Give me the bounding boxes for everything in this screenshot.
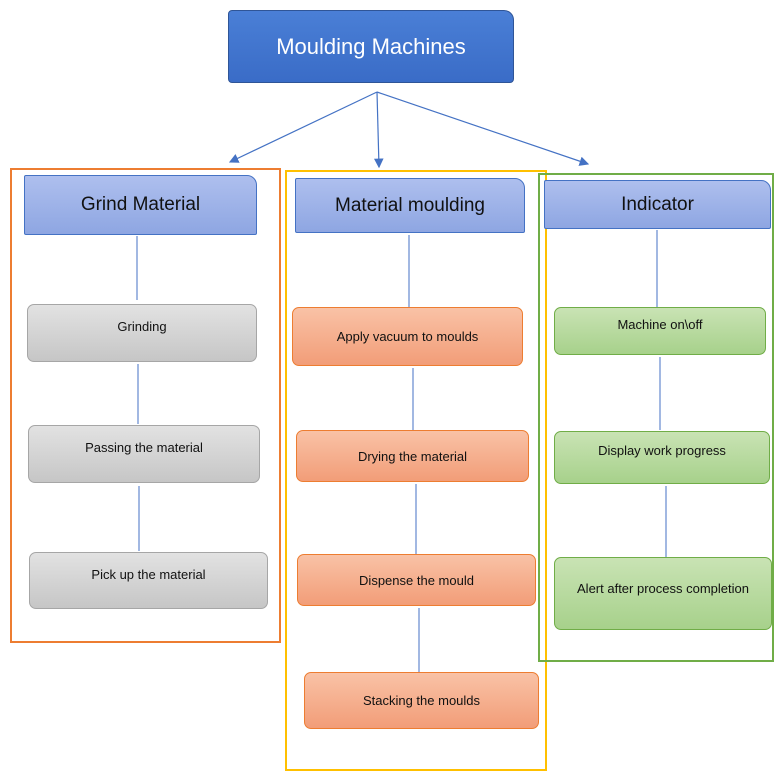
- step-machine-on-off: Machine on\off: [554, 307, 766, 355]
- arrow-to-indicator: [376, 91, 590, 166]
- step-grinding: Grinding: [27, 304, 257, 362]
- root-node: Moulding Machines: [228, 10, 514, 83]
- step-dispense-mould: Dispense the mould: [297, 554, 536, 606]
- material-moulding-frame: [285, 170, 547, 771]
- grind-material-header: Grind Material: [24, 175, 257, 235]
- step-pick-up-material: Pick up the material: [29, 552, 268, 609]
- material-moulding-header: Material moulding: [295, 178, 525, 233]
- indicator-header: Indicator: [544, 180, 771, 229]
- step-passing-material: Passing the material: [28, 425, 260, 483]
- step-display-work-progress: Display work progress: [554, 431, 770, 484]
- arrow-to-moulding: [373, 91, 384, 169]
- step-drying-material: Drying the material: [296, 430, 529, 482]
- grind-material-frame: [10, 168, 281, 643]
- step-apply-vacuum: Apply vacuum to moulds: [292, 307, 523, 366]
- step-stacking-moulds: Stacking the moulds: [304, 672, 539, 729]
- arrow-to-grind: [228, 91, 378, 163]
- indicator-frame: [538, 173, 774, 662]
- step-alert-completion: Alert after process completion: [554, 557, 772, 630]
